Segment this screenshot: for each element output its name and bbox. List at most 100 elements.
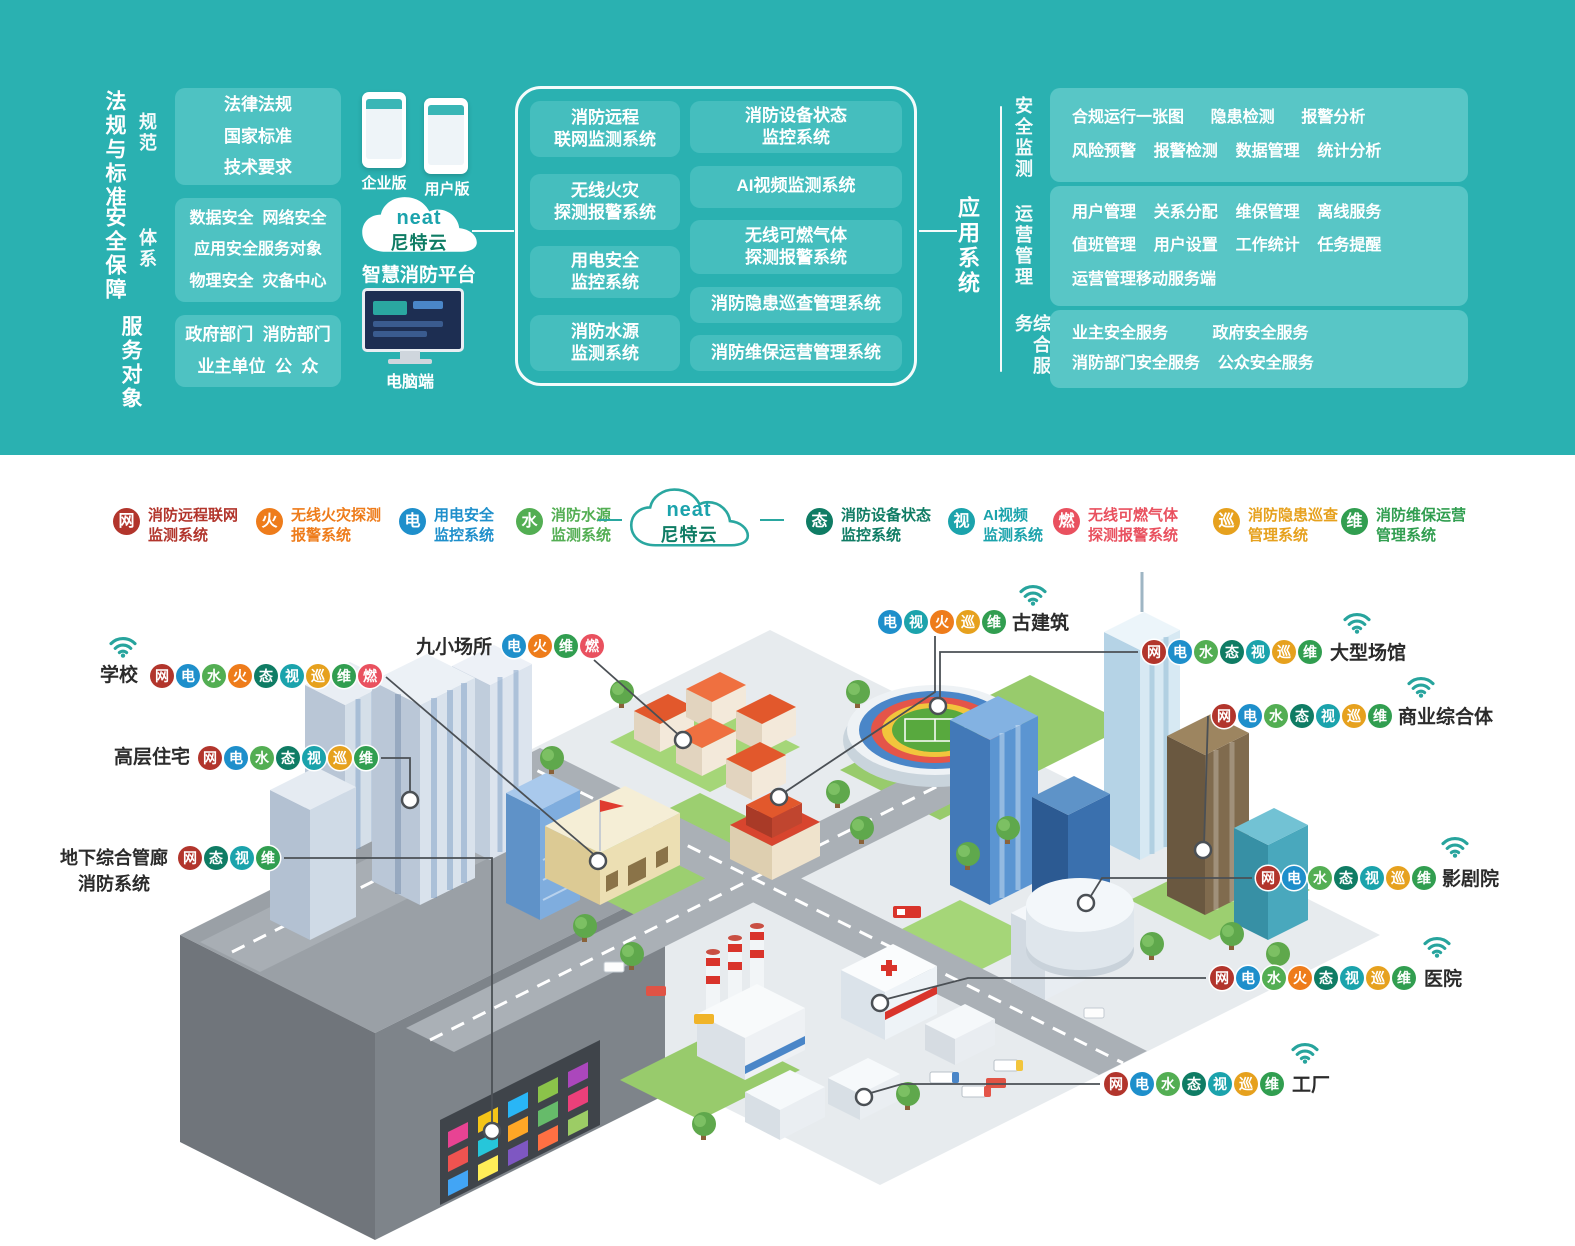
system-dot-video: 视 [904,610,928,634]
callout-label-school: 学校 [100,665,139,686]
system-dot-video: 视 [302,746,326,770]
category-regulations-sublabel: 规范 [137,112,157,154]
system-dot-video: 视 [1246,640,1270,664]
system-dot-elec: 电 [502,634,526,658]
system-dot-state: 态 [1220,640,1244,664]
cloud-brand-cn: 尼特云 [390,233,448,253]
legend-label-patrol: 消防隐患巡查 管理系统 [1248,507,1339,544]
callout-systems-heritage: 电视火巡维 [878,610,1008,634]
user-phone-label: 用户版 [424,181,470,198]
legend-label-fire: 无线火灾探测 报警系统 [291,507,382,544]
pc-monitor-image [362,288,464,352]
system-dot-net: 网 [1142,640,1166,664]
system-ai-video: AI视频监测系统 [690,165,902,208]
subsystems-column-left: 消防远程 联网监测系统 无线火灾 探测报警系统 用电安全 监控系统 消防水源 监… [530,101,680,371]
system-dot-patrol: 巡 [306,664,330,688]
system-dot-elec: 电 [878,610,902,634]
system-dot-elec: 电 [1282,866,1306,890]
system-device-status: 消防设备状态 监控系统 [690,101,902,153]
system-dot-net: 网 [150,664,174,688]
subsystems-panel: 消防远程 联网监测系统 无线火灾 探测报警系统 用电安全 监控系统 消防水源 监… [515,86,917,386]
callout-systems-small-venues: 电火维燃 [502,634,606,658]
system-dot-state: 态 [1290,704,1314,728]
legend-label-gas: 无线可燃气体 探测报警系统 [1088,507,1179,544]
system-dot-water: 水 [1308,866,1332,890]
system-dot-patrol: 巡 [1234,1072,1258,1096]
factory-building [697,923,805,1080]
callout-label-factory: 工厂 [1292,1075,1331,1096]
legend-dot-fire: 火 [256,508,283,535]
legend-label-state: 消防设备状态 监控系统 [841,507,932,544]
system-dot-water: 水 [1194,640,1218,664]
callout-label-hospital: 医院 [1424,969,1463,990]
system-dot-maint: 维 [982,610,1006,634]
system-dot-state: 态 [254,664,278,688]
wifi-icon [1407,677,1435,698]
app-group-comprehensive-label: 综合服务 [1013,314,1051,377]
callout-systems-school: 网电水火态视巡维燃 [150,664,384,688]
system-dot-patrol: 巡 [328,746,352,770]
system-dot-patrol: 巡 [1272,640,1296,664]
school-building [545,786,680,905]
system-dot-video: 视 [1360,866,1384,890]
legend-dot-maint: 维 [1341,508,1368,535]
app-operations-box: 用户管理 关系分配 维保管理 离线服务 值班管理 用户设置 工作统计 任务提醒 … [1050,186,1468,306]
legend-dot-patrol: 巡 [1213,508,1240,535]
legend-connector-right [760,519,784,521]
system-dot-net: 网 [1256,866,1280,890]
callout-label-mall: 商业综合体 [1398,707,1494,728]
system-dot-patrol: 巡 [1386,866,1410,890]
system-dot-net: 网 [178,846,202,870]
system-dot-water: 水 [1262,966,1286,990]
system-dot-elec: 电 [176,664,200,688]
system-water-source: 消防水源 监测系统 [530,314,680,371]
system-dot-gas: 燃 [358,664,382,688]
system-dot-state: 态 [204,846,228,870]
callout-anchors [400,696,1213,1141]
system-dot-patrol: 巡 [1342,704,1366,728]
legend-dot-state: 态 [806,508,833,535]
callout-label-heritage: 古建筑 [1012,613,1070,634]
system-dot-video: 视 [280,664,304,688]
system-dot-state: 态 [276,746,300,770]
callout-label-underground-2: 消防系统 [78,874,150,894]
system-dot-maint: 维 [332,664,356,688]
system-remote-monitoring: 消防远程 联网监测系统 [530,101,680,157]
wifi-icon [1423,937,1451,958]
vehicles [603,906,1105,1088]
system-dot-state: 态 [1334,866,1358,890]
callout-label-small-venues: 九小场所 [416,637,493,658]
system-dot-maint: 维 [1260,1072,1284,1096]
system-electricity-safety: 用电安全 监控系统 [530,246,680,299]
callout-systems-factory: 网电水态视巡维 [1104,1072,1286,1096]
system-dot-fire: 火 [528,634,552,658]
residential-towers [270,645,580,940]
platform-name: 智慧消防平台 [361,265,476,286]
callout-systems-theater: 网电水态视巡维 [1256,866,1438,890]
legend-label-water: 消防水源 监测系统 [551,507,612,544]
callout-lines [284,636,1252,1126]
system-dot-maint: 维 [256,846,280,870]
system-dot-state: 态 [1314,966,1338,990]
security-box: 数据安全 网络安全 应用安全服务对象 物理安全 灾备中心 [175,198,341,302]
user-phone-image [424,98,468,174]
trees [540,680,1290,1140]
system-dot-maint: 维 [1298,640,1322,664]
callout-label-stadium: 大型场馆 [1330,643,1407,664]
app-group-operations-label: 运营管理 [1013,204,1033,288]
category-security-sublabel: 体系 [137,228,157,270]
system-dot-elec: 电 [1236,966,1260,990]
system-dot-net: 网 [198,746,222,770]
legend-dot-video: 视 [948,508,975,535]
category-security-label: 安全保障 [103,206,126,302]
system-dot-water: 水 [1264,704,1288,728]
subsystems-column-right: 消防设备状态 监控系统 AI视频监测系统 无线可燃气体 探测报警系统 消防隐患巡… [690,101,902,371]
app-safety-monitor-box: 合规运行一张图 隐患检测 报警分析 风险预警 报警检测 数据管理 统计分析 [1050,88,1468,182]
system-dot-net: 网 [1210,966,1234,990]
app-group-safety-monitor-label: 安全监测 [1013,96,1033,180]
wifi-icon [1291,1043,1319,1064]
system-dot-net: 网 [1212,704,1236,728]
wifi-icon [1441,837,1469,858]
